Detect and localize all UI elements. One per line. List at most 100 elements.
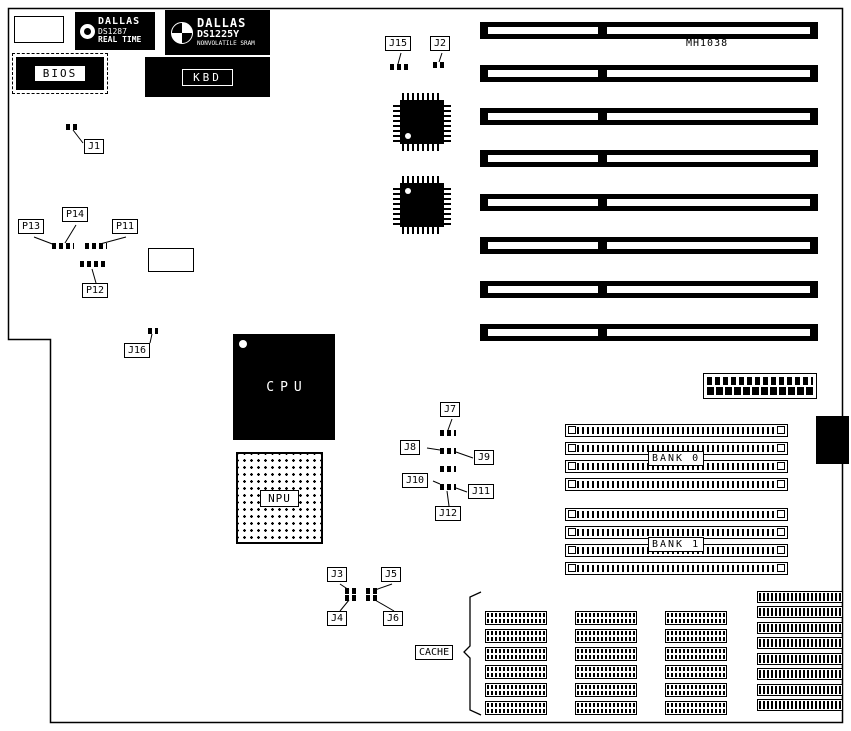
- chip-pins: [487, 709, 545, 713]
- chip-pins: [402, 93, 442, 100]
- chip-pins: [759, 655, 841, 659]
- cache-chip: [757, 684, 843, 696]
- cache-chip: [485, 683, 547, 697]
- jumper-label-j10: J10: [402, 473, 429, 488]
- chip-pins: [487, 655, 545, 659]
- isa-slot-segment: [488, 27, 598, 34]
- bios-socket-outline: BIOS: [12, 53, 108, 94]
- isa-slot-segment: [488, 199, 598, 206]
- cache-chip: [757, 622, 843, 634]
- bios-label: BIOS: [33, 65, 87, 82]
- isa-slot-segment: [607, 199, 810, 206]
- chip-pins: [759, 628, 841, 632]
- chip-pins: [577, 691, 635, 695]
- chip-pins: [759, 608, 841, 612]
- chip-pins: [759, 690, 841, 694]
- isa-slot: [480, 237, 818, 254]
- simm-slot: [565, 508, 788, 521]
- simm-contacts: [577, 463, 776, 470]
- rtc-desc: REAL TIME: [98, 35, 142, 45]
- simm-contacts: [577, 445, 776, 452]
- cache-chip: [757, 653, 843, 665]
- simm-slot: [565, 478, 788, 491]
- jumper-label-p14: P14: [62, 207, 89, 222]
- jumper-pads-j7: [440, 430, 456, 436]
- bios-chip: BIOS: [16, 57, 104, 90]
- cache-chip: [665, 629, 727, 643]
- chip-pins: [667, 649, 725, 653]
- isa-slot-segment: [488, 113, 598, 120]
- simm-contacts: [577, 481, 776, 488]
- jumper-pads-j10: [440, 466, 456, 472]
- leader-lines: [33, 52, 474, 612]
- cache-chip: [665, 611, 727, 625]
- jumper-label-j6: J6: [383, 611, 404, 626]
- chip-pins: [759, 643, 841, 647]
- chip-pins: [577, 637, 635, 641]
- chip-pins: [577, 685, 635, 689]
- sram-chip-text: DALLAS DS1225Y NONVOLATILE SRAM: [197, 17, 255, 47]
- chip-pins: [667, 667, 725, 671]
- cache-chip: [485, 629, 547, 643]
- simm-clip: [777, 444, 785, 452]
- simm-clip: [568, 510, 576, 518]
- simm-clip: [568, 528, 576, 536]
- simm-clip: [568, 462, 576, 470]
- pin1-dot-icon: [405, 188, 411, 194]
- simm-slot: [565, 562, 788, 575]
- chip-pins: [667, 619, 725, 623]
- jumper-pads-p13-p14: [52, 243, 74, 249]
- rtc-part: DS1287: [98, 26, 127, 36]
- simm-clip: [777, 528, 785, 536]
- qfp-chip-1: [393, 93, 451, 151]
- simm-clip: [777, 462, 785, 470]
- chip-pins: [667, 637, 725, 641]
- simm-clip: [568, 564, 576, 572]
- sram-chip: DALLAS DS1225Y NONVOLATILE SRAM: [165, 10, 270, 55]
- chip-pins: [577, 631, 635, 635]
- jumper-label-p11: P11: [112, 219, 139, 234]
- chip-pins: [667, 703, 725, 707]
- chip-pins: [577, 649, 635, 653]
- connector-housing: [707, 387, 813, 395]
- chip-pins: [577, 709, 635, 713]
- board-model-label: MH1038: [686, 38, 729, 49]
- chip-pins: [667, 631, 725, 635]
- chip-pins: [759, 705, 841, 709]
- chip-pins: [577, 673, 635, 677]
- cache-chip: [485, 611, 547, 625]
- cache-chip: [575, 629, 637, 643]
- sram-brand: DALLAS: [197, 16, 247, 31]
- cache-chip: [665, 647, 727, 661]
- pin1-dot-icon: [405, 133, 411, 139]
- chip-pins: [577, 703, 635, 707]
- pin1-dot-icon: [239, 340, 247, 348]
- chip-pins: [577, 619, 635, 623]
- cpu-chip: CPU: [233, 334, 335, 440]
- gear-logo-icon: [80, 23, 95, 39]
- jumper-pads-j11-j12: [440, 484, 456, 490]
- jumper-label-j15: J15: [385, 36, 412, 51]
- cpu-label: CPU: [266, 379, 308, 395]
- chip-pins: [487, 637, 545, 641]
- isa-slot: [480, 65, 818, 82]
- chip-pins: [759, 612, 841, 616]
- chip-pins: [667, 655, 725, 659]
- chip-pins: [667, 709, 725, 713]
- rtc-chip-text: DALLAS DS1287 REAL TIME: [98, 17, 141, 44]
- chip-pins: [402, 144, 442, 151]
- chip-body: [400, 100, 444, 144]
- component-outline-rect: [148, 248, 194, 272]
- chip-pins: [759, 624, 841, 628]
- cache-chip: [575, 647, 637, 661]
- isa-slot-segment: [607, 286, 810, 293]
- sram-part: DS1225Y: [197, 29, 240, 41]
- chip-pins: [487, 613, 545, 617]
- jumper-pads-j4: [345, 595, 358, 601]
- isa-slot: [480, 324, 818, 341]
- isa-slot: [480, 281, 818, 298]
- jumper-label-j12: J12: [435, 506, 462, 521]
- cache-chip: [757, 606, 843, 618]
- jumper-pads-p12: [80, 261, 108, 267]
